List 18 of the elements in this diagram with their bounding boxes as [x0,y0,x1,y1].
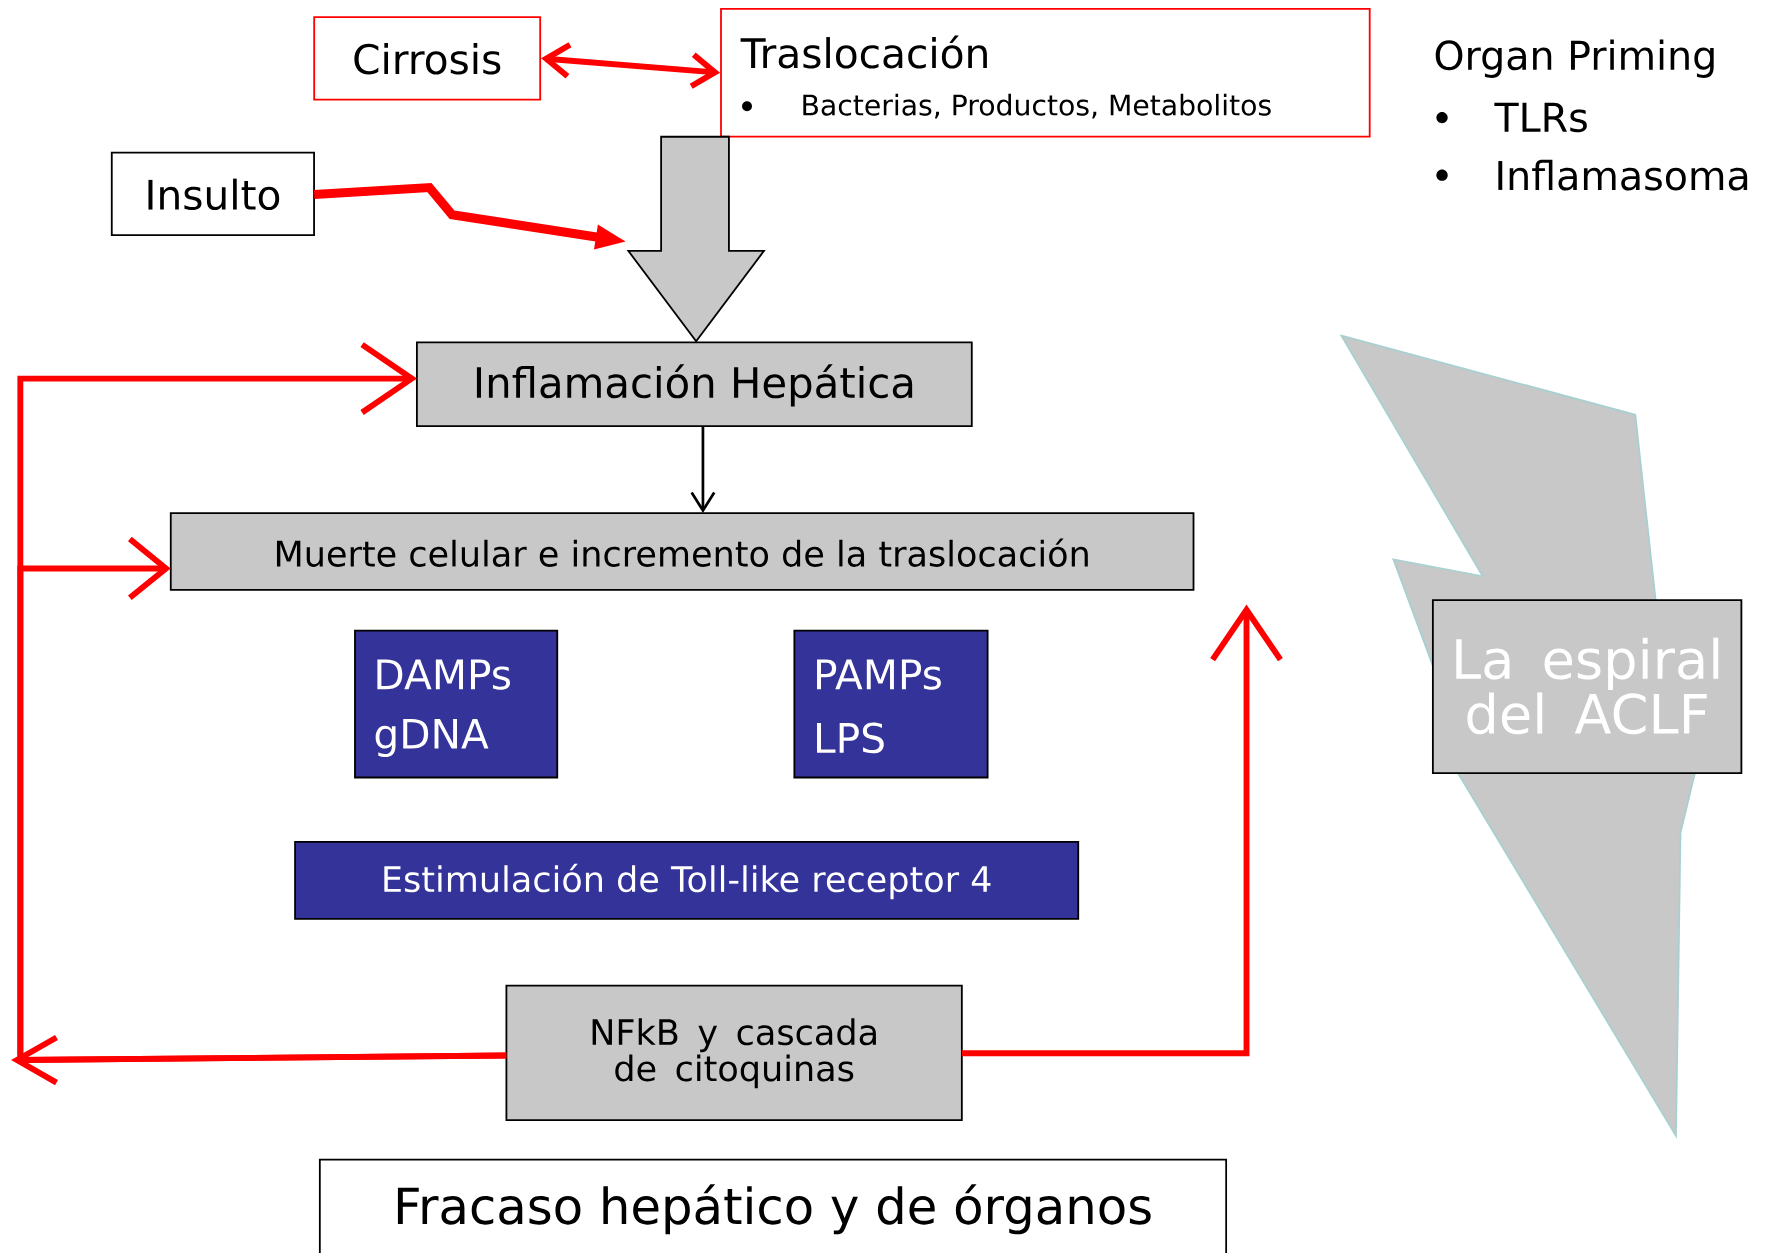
text-box: Insulto [110,151,315,236]
arrow [17,536,507,1063]
process-box: NFkB y cascada de citoquinas [505,984,963,1121]
arrow [690,425,716,513]
list-text: TLRs [1494,102,1587,133]
arrow [541,42,721,89]
process-box: Estimulación de Toll-like receptor 4 [294,840,1080,920]
list-text: Organ Priming [1435,39,1714,78]
arrow [961,604,1283,1057]
text-box: Cirrosis [313,16,542,101]
list-text: Inflamasoma [1498,159,1748,191]
process-box: DAMPs gDNA [354,629,559,779]
process-box: Muerte celular e incremento de la traslocación [169,512,1195,591]
text-box: Fracaso hepático y de órganos [318,1158,1228,1253]
text-box: Traslocación Bacterias, Productos, Metabolitos [720,7,1371,138]
process-box: Inflamación Hepática [416,341,973,427]
process-box: PAMPs LPS [793,629,989,779]
arrow [626,135,766,343]
